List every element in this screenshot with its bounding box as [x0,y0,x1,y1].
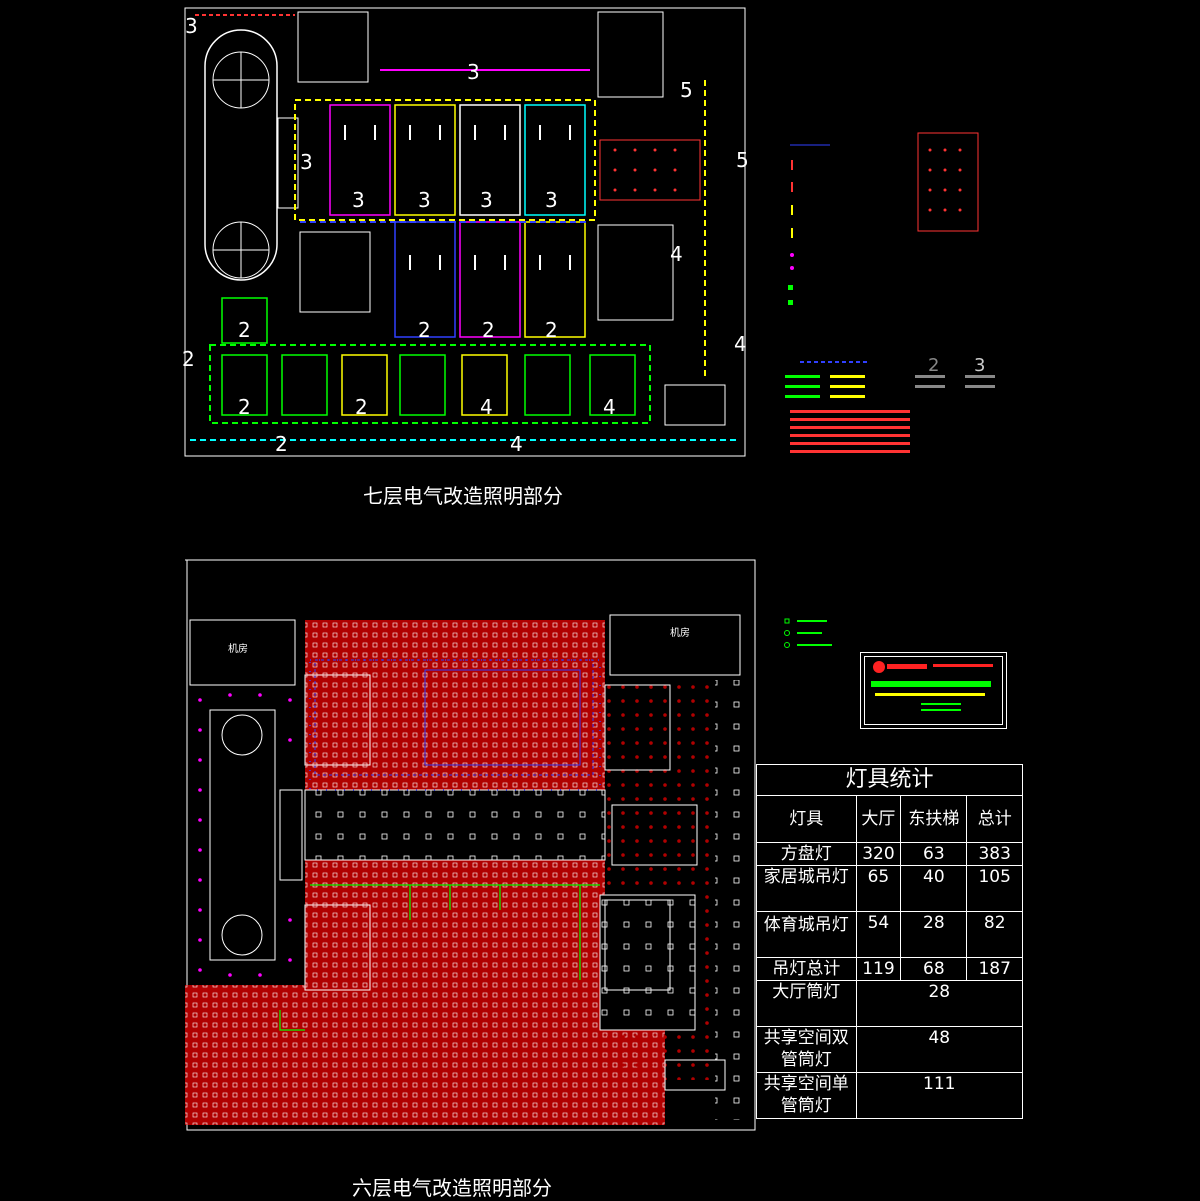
table-cell: 48 [855,1026,1024,1073]
table-cell: 383 [966,842,1023,866]
lower-floor-plan: 机房 机房 [0,540,760,1140]
machine-room-label: 机房 [228,644,248,655]
table-cell: 共享空间双管筒灯 [756,1026,857,1073]
table-cell: 28 [900,911,968,958]
table-cell: 187 [966,957,1023,981]
zone-label: 3 [545,188,558,212]
zone-label: 3 [467,60,480,84]
zone-label: 4 [670,242,683,266]
table-cell: 111 [855,1072,1024,1119]
fixture-statistics-table: 灯具统计 灯具 大厅 东扶梯 总计 方盘灯 320 63 383 家居城吊灯 6… [756,764,1024,1119]
zone-label: 4 [603,395,616,419]
table-title: 灯具统计 [756,764,1023,796]
zone-label: 2 [238,395,251,419]
table-cell: 共享空间单管筒灯 [756,1072,857,1119]
table-header: 总计 [966,795,1023,843]
table-cell: 体育城吊灯 [756,911,857,958]
zone-label: 2 [355,395,368,419]
zone-label: 4 [510,432,523,456]
lower-legend [783,615,863,655]
upper-floor-plan: 3 3 3 3 3 3 3 5 5 4 4 2 2 2 2 2 2 2 4 4 … [0,0,1200,480]
legend-number: 3 [974,355,986,376]
machine-room-label: 机房 [670,628,690,639]
table-cell: 119 [855,957,902,981]
table-header: 东扶梯 [900,795,968,843]
zone-label: 4 [734,332,747,356]
zone-label: 2 [182,347,195,371]
legend-number: 2 [928,355,940,376]
zone-label: 3 [300,150,313,174]
zone-label: 2 [545,318,558,342]
table-cell: 82 [966,911,1023,958]
table-cell: 40 [900,865,968,912]
table-cell: 320 [855,842,902,866]
zone-label: 5 [736,148,749,172]
zone-label: 5 [680,78,693,102]
table-cell: 方盘灯 [756,842,857,866]
table-cell: 65 [855,865,902,912]
zone-label: 2 [482,318,495,342]
zone-label: 3 [185,14,198,38]
table-cell: 大厅筒灯 [756,980,857,1027]
watermark-stamp [860,652,1007,729]
zone-label: 3 [418,188,431,212]
zone-label: 3 [480,188,493,212]
zone-label: 4 [480,395,493,419]
table-header: 大厅 [855,795,902,843]
zone-label: 3 [352,188,365,212]
zone-label: 2 [418,318,431,342]
zone-label: 2 [275,432,288,456]
table-cell: 家居城吊灯 [756,865,857,912]
table-cell: 63 [900,842,968,866]
lower-drawing-title: 六层电气改造照明部分 [352,1176,552,1200]
table-cell: 28 [855,980,1024,1027]
table-cell: 54 [855,911,902,958]
table-cell: 吊灯总计 [756,957,857,981]
table-header: 灯具 [756,795,857,843]
table-cell: 105 [966,865,1023,912]
table-cell: 68 [900,957,968,981]
upper-drawing-title: 七层电气改造照明部分 [363,484,563,508]
zone-label: 2 [238,318,251,342]
